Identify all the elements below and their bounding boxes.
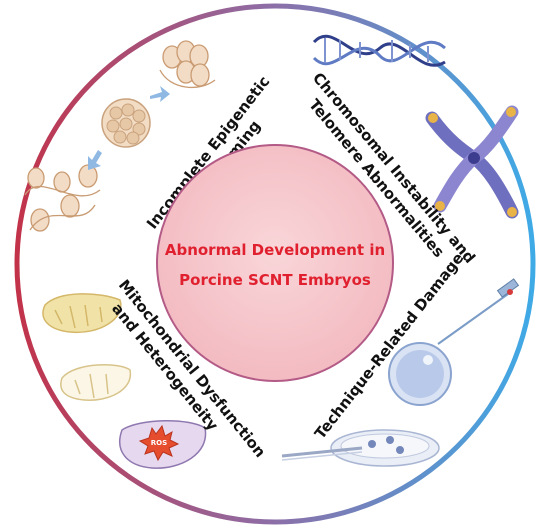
mitochondrion-ros-icon: ROS <box>119 420 207 469</box>
center-title-line1: Abnormal Development in <box>165 241 385 259</box>
micropipette-icon <box>437 278 520 345</box>
chromatin-icon <box>159 40 216 89</box>
petri-dish-icon <box>281 429 440 467</box>
mitochondrion-icon <box>42 293 122 334</box>
chromatin-loose-icon <box>24 164 101 232</box>
ros-badge: ROS <box>151 439 167 447</box>
arrow-right-icon <box>150 86 170 102</box>
center-circle <box>156 144 394 382</box>
arrow-down-icon <box>88 150 102 170</box>
chromosome-icon <box>425 105 519 219</box>
dna-helix-icon <box>312 34 446 67</box>
center-title-line2: Porcine SCNT Embryos <box>179 271 371 289</box>
nucleosome-icon <box>101 98 151 148</box>
oocyte-icon <box>388 342 452 406</box>
mitochondrion-icon-2 <box>60 364 132 401</box>
